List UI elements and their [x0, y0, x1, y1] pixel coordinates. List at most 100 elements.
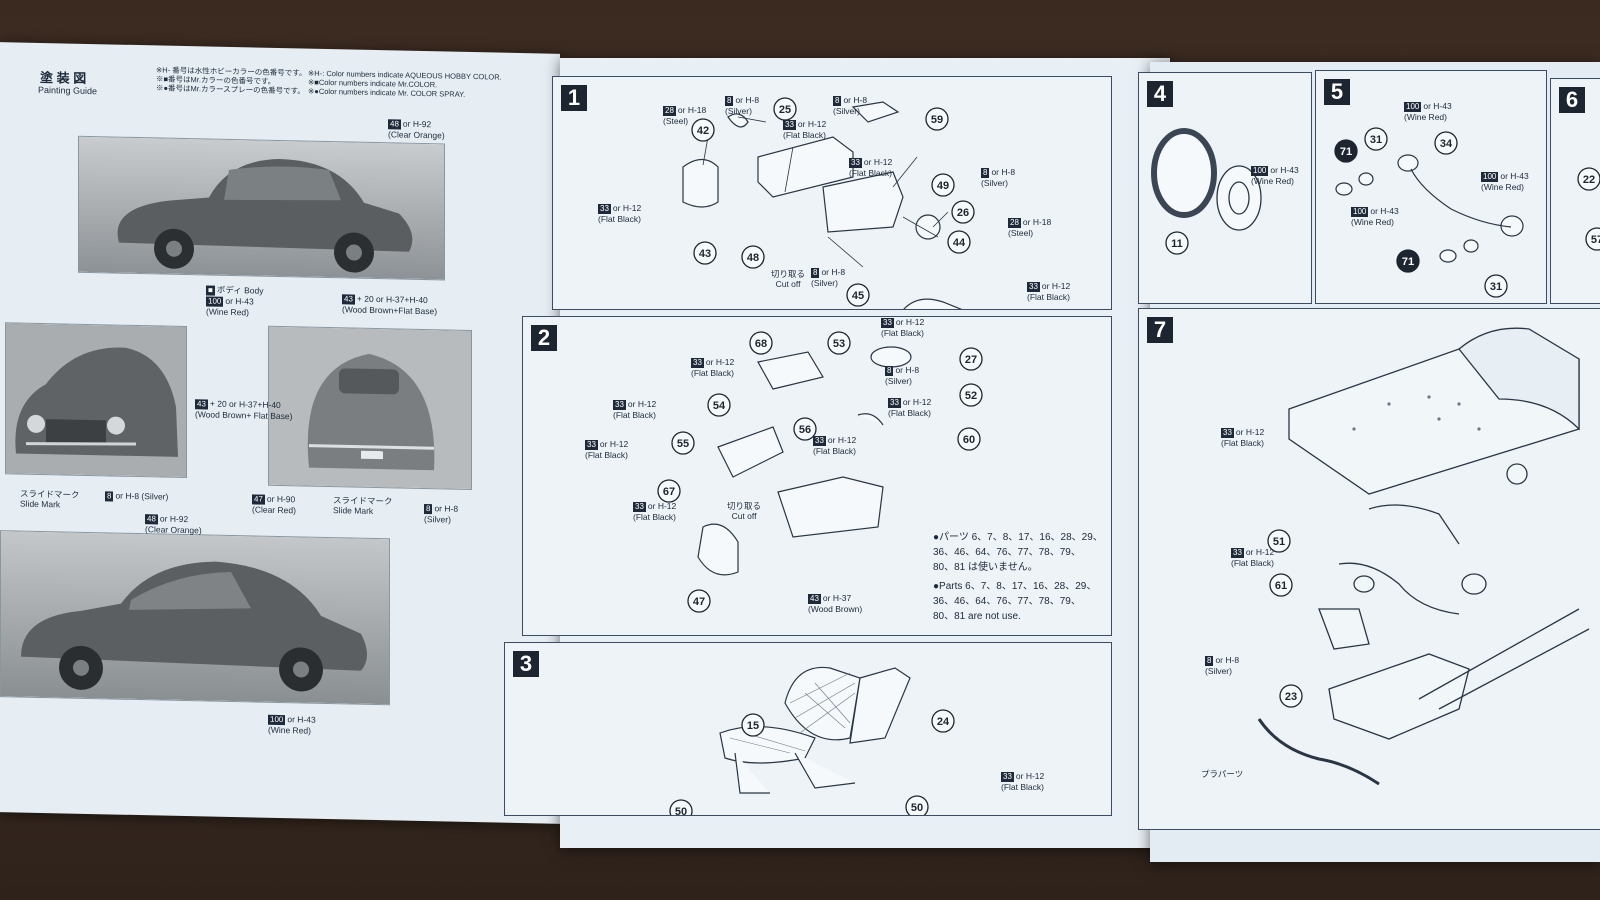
part-number: 50: [911, 802, 923, 814]
part-number-balloon: 71: [1334, 139, 1358, 163]
part-number: 34: [1440, 138, 1453, 150]
part-number: 52: [965, 390, 977, 402]
legend-en-3: ※●Color numbers indicate Mr. COLOR SPRAY…: [308, 86, 466, 99]
car-photo-front: [5, 322, 187, 479]
part-number: 71: [1402, 256, 1414, 268]
part-number: 54: [713, 400, 726, 412]
step-number: 5: [1324, 79, 1350, 105]
s7-plastic-parts-label: プラパーツ: [1201, 769, 1244, 779]
part-number-balloon: 50: [669, 799, 693, 815]
part-number: 53: [833, 338, 845, 350]
part-number: 27: [965, 354, 977, 366]
part-number-balloon: 25: [773, 97, 797, 121]
part-number-balloon: 43: [693, 241, 717, 265]
part-number: 22: [1583, 174, 1595, 186]
part-number-balloon: 42: [691, 118, 715, 142]
step-7-diagram: 51 61 23: [1257, 327, 1590, 786]
part-number: 11: [1171, 238, 1183, 250]
car-photo-side: [78, 135, 445, 281]
painting-guide-page: 塗 装 図 Painting Guide ※H- 番号は水性ホビーカラーの色番号…: [0, 42, 560, 824]
part-number: 49: [937, 180, 949, 192]
part-number-balloon: 27: [959, 347, 983, 371]
part-number-balloon: 53: [827, 331, 851, 355]
part-number: 23: [1285, 691, 1297, 703]
part-number-balloon: 22: [1577, 167, 1600, 191]
part-number-balloon: 61: [1269, 573, 1293, 597]
part-number: 31: [1370, 134, 1382, 146]
part-number: 56: [799, 424, 811, 436]
part-number-balloon: 31: [1484, 274, 1508, 298]
part-number-balloon: 51: [1267, 529, 1291, 553]
part-number: 48: [747, 252, 759, 264]
step-2-diagram: 68 53 27 52 54 56 55 60 67 47: [657, 331, 983, 613]
step-number: 6: [1559, 87, 1585, 113]
part-number: 68: [755, 338, 767, 350]
step-number: 2: [531, 325, 557, 351]
part-number: 43: [699, 248, 711, 260]
part-number: 45: [852, 290, 864, 302]
part-number-balloon: 50: [905, 795, 929, 815]
part-number: 26: [957, 207, 969, 219]
part-number: 47: [693, 596, 705, 608]
part-number-balloon: 68: [749, 331, 773, 355]
part-number: 61: [1275, 580, 1287, 592]
part-number-balloon: 34: [1434, 131, 1458, 155]
part-number: 60: [963, 434, 975, 446]
part-number-balloon: 11: [1165, 231, 1189, 255]
part-number-balloon: 23: [1279, 684, 1303, 708]
callout-wood-brown-rear: 43+ 20 or H-37+H-40(Wood Brown+Flat Base…: [342, 293, 438, 317]
part-number-balloon: 55: [671, 431, 695, 455]
step-number: 4: [1147, 81, 1173, 107]
car-photo-rear: [268, 325, 472, 491]
part-number: 50: [675, 806, 687, 815]
part-number: 71: [1340, 146, 1352, 158]
part-number-balloon: 48: [741, 245, 765, 269]
painting-guide-title-en: Painting Guide: [38, 84, 98, 97]
part-number: 15: [747, 720, 759, 732]
part-number: 51: [1273, 536, 1285, 548]
part-number-balloon: 54: [707, 393, 731, 417]
part-number-balloon: 52: [959, 383, 983, 407]
legend-jp-3: ※●番号はMr.カラースプレーの色番号です。: [156, 83, 305, 96]
part-number-balloon: 49: [931, 173, 955, 197]
part-number-balloon: 67: [657, 479, 681, 503]
step-number: 1: [561, 85, 587, 111]
part-number: 42: [697, 125, 709, 137]
